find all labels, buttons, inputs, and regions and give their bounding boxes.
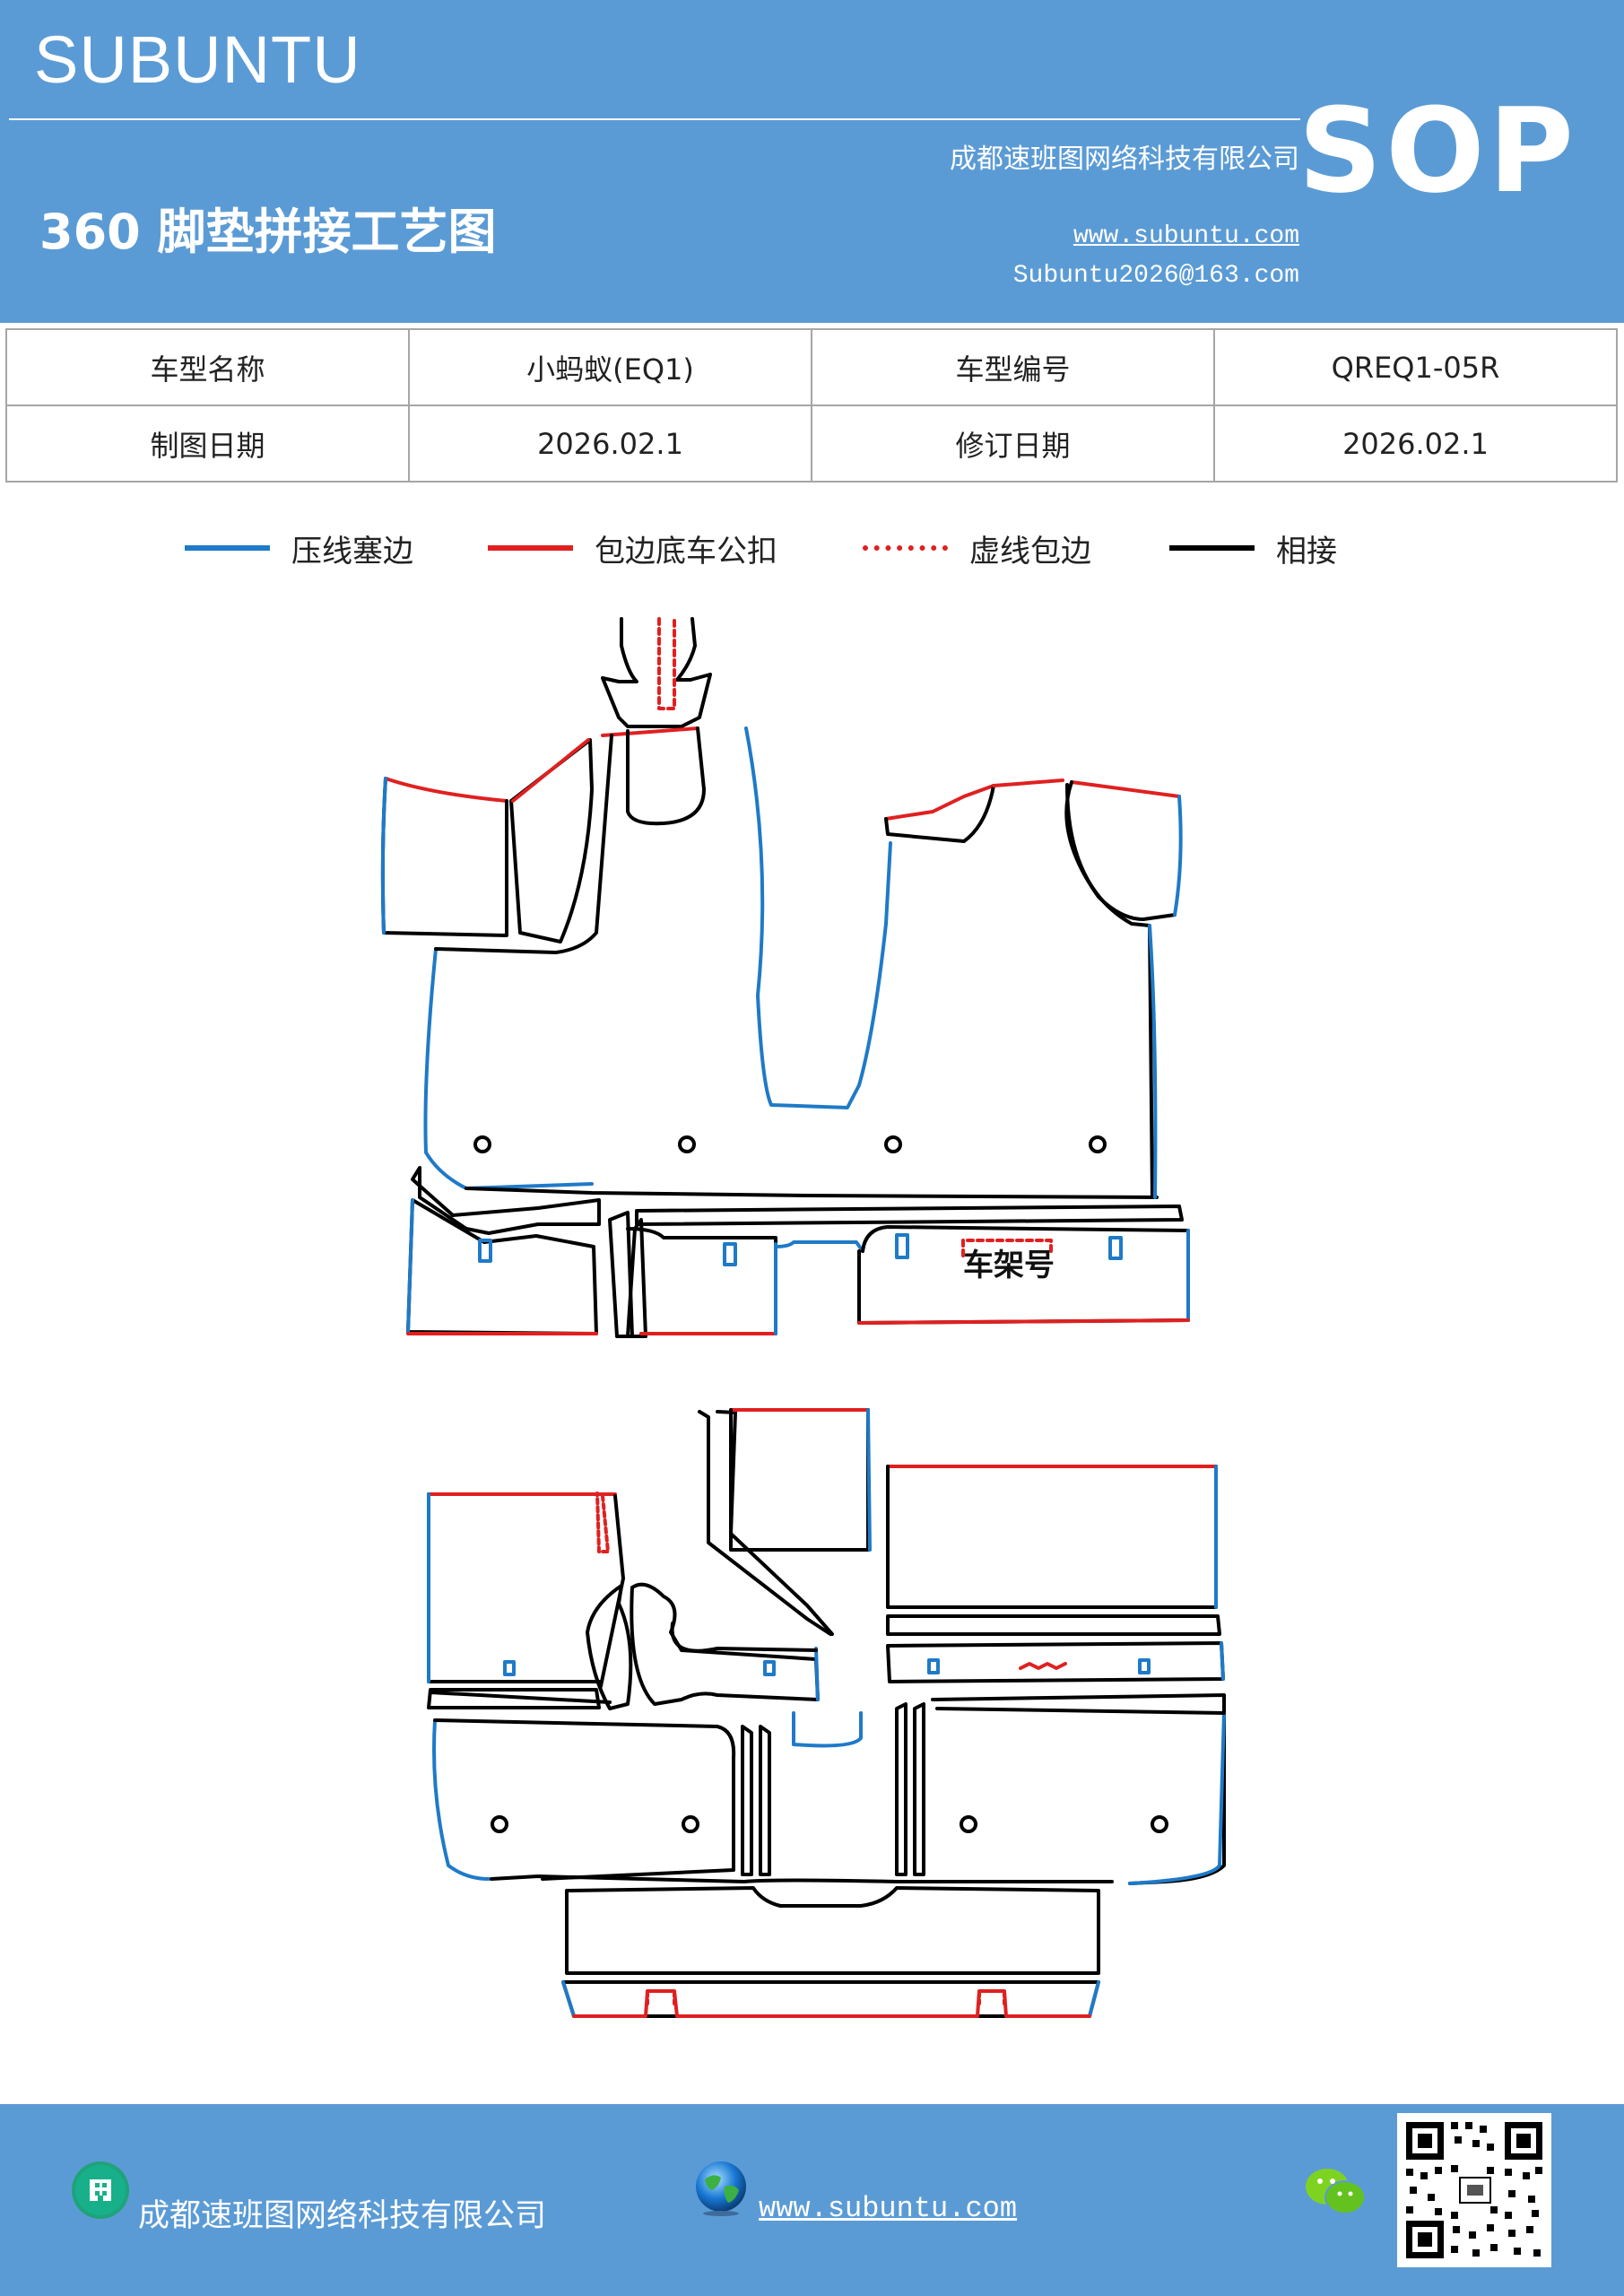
header-banner: SUBUNTU 成都速班图网络科技有限公司 360 脚垫拼接工艺图 www.su… (0, 0, 1624, 323)
wechat-icon (1304, 2165, 1367, 2219)
legend-label: 相接 (1276, 533, 1337, 570)
header-website-link[interactable]: www.subuntu.com (1073, 222, 1299, 250)
header-divider (9, 118, 1300, 120)
legend-swatch (863, 545, 948, 551)
left-seat-flap (380, 726, 706, 944)
table-cell-revise-date: 2026.02.1 (1213, 404, 1618, 483)
legend-label: 包边底车公扣 (595, 533, 777, 570)
table-cell-model-name: 小蚂蚁(EQ1) (408, 328, 812, 406)
left-main-mat (423, 726, 1159, 1199)
building-icon (72, 2161, 129, 2219)
legend-item-joint: 相接 (1169, 526, 1337, 570)
footer-website-link[interactable]: www.subuntu.com (759, 2192, 1018, 2225)
header-company-name: 成都速班图网络科技有限公司 (950, 144, 1299, 175)
table-cell-model-name-label: 车型名称 (5, 328, 410, 406)
legend-item-dashed-binding: 虚线包边 (863, 526, 1091, 570)
legend-swatch (185, 545, 270, 551)
table-cell-revise-date-label: 修订日期 (811, 404, 1215, 483)
vehicle-info-table: 车型名称 小蚂蚁(EQ1) 车型编号 QREQ1-05R 制图日期 2026.0… (5, 328, 1618, 483)
rear-center-tunnel (586, 1408, 872, 1748)
legend-label: 压线塞边 (291, 533, 413, 570)
table-cell-model-code: QREQ1-05R (1213, 328, 1618, 406)
rear-bottom-strip (561, 1886, 1100, 2018)
legend-swatch (488, 545, 573, 551)
top-front-strips (406, 1166, 1190, 1338)
globe-icon (692, 2160, 750, 2217)
table-cell-draw-date: 2026.02.1 (408, 404, 812, 483)
rear-left-mat (427, 1492, 625, 1709)
qr-code (1397, 2113, 1551, 2267)
frame-number-label: 车架号 (963, 1248, 1055, 1283)
table-row: 车型名称 小蚂蚁(EQ1) 车型编号 QREQ1-05R (5, 328, 1618, 406)
brand-name: SUBUNTU (34, 22, 361, 97)
rear-main-mat (429, 1691, 1226, 1885)
rear-right-panels (886, 1465, 1225, 1683)
footer-bar: 成都速班图网络科技有限公司 www.subuntu.com (0, 2104, 1624, 2296)
legend-item-binding: 包边底车公扣 (488, 526, 777, 570)
table-row: 制图日期 2026.02.1 修订日期 2026.02.1 (5, 404, 1618, 483)
legend-swatch (1169, 545, 1255, 551)
tunnel-top-piece (601, 617, 712, 728)
table-cell-model-code-label: 车型编号 (811, 328, 1215, 406)
legend-item-press-line: 压线塞边 (185, 526, 413, 570)
page-title: 360 脚垫拼接工艺图 (39, 204, 497, 260)
header-email[interactable]: Subuntu2026@163.com (1012, 262, 1299, 290)
right-seat-flap (884, 778, 1183, 1199)
legend-label: 虚线包边 (969, 533, 1091, 570)
footer-company-name: 成都速班图网络科技有限公司 (138, 2198, 547, 2234)
sop-badge: SOP (1298, 83, 1577, 219)
table-cell-draw-date-label: 制图日期 (5, 404, 410, 483)
line-legend: 压线塞边 包边底车公扣 虚线包边 相接 (0, 526, 1624, 570)
